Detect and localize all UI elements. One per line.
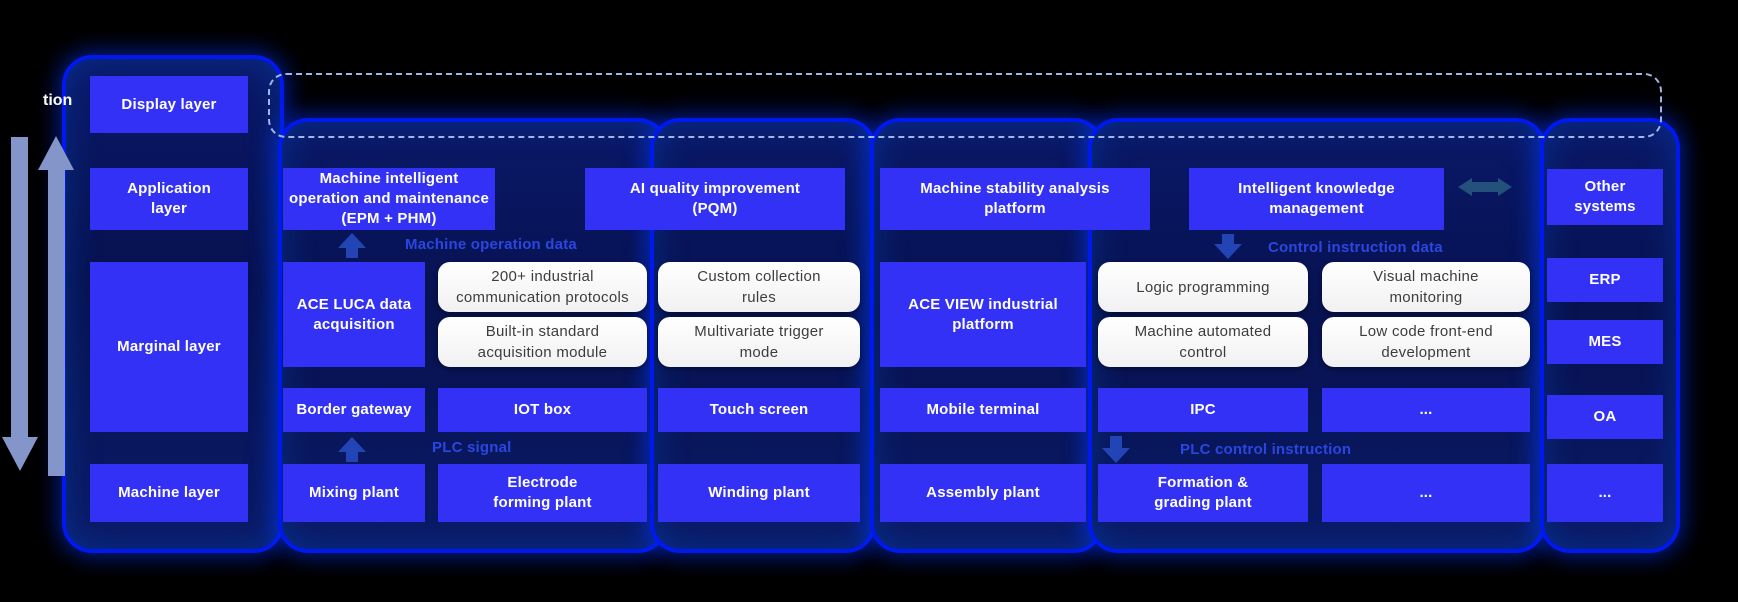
machine-box-assembly: Assembly plant xyxy=(880,464,1086,522)
label-machine-operation-data: Machine operation data xyxy=(405,236,577,253)
feature-box-builtin-module: Built-in standard acquisition module xyxy=(438,317,647,367)
small-up-arrow-shaft xyxy=(346,452,358,462)
feature-box-low-code: Low code front-end development xyxy=(1322,317,1530,367)
label-plc-signal: PLC signal xyxy=(432,439,512,456)
app-box-knowledge: Intelligent knowledge management xyxy=(1189,168,1444,230)
layer-box-machine: Machine layer xyxy=(90,464,248,522)
small-down-arrow-shaft xyxy=(1222,234,1234,244)
layer-box-display: Display layer xyxy=(90,76,248,133)
layer-box-application: Application layer xyxy=(90,168,248,230)
machine-box-electrode: Electrode forming plant xyxy=(438,464,647,522)
label-control-instruction-data: Control instruction data xyxy=(1268,239,1443,256)
down-arrow-head-icon xyxy=(2,437,38,471)
small-down-arrow-shaft xyxy=(1110,436,1122,448)
system-box-erp: ERP xyxy=(1547,258,1663,302)
terminal-box-border-gateway: Border gateway xyxy=(283,388,425,432)
feature-box-visual-monitoring: Visual machine monitoring xyxy=(1322,262,1530,312)
app-box-epm-phm: Machine intelligent operation and mainte… xyxy=(283,168,495,230)
box-ace-view: ACE VIEW industrial platform xyxy=(880,262,1086,367)
down-arrow-icon xyxy=(11,137,28,437)
system-box-oa: OA xyxy=(1547,395,1663,439)
double-arrow-right-icon xyxy=(1498,178,1512,196)
system-box-mes: MES xyxy=(1547,320,1663,364)
terminal-box-ellipsis: ... xyxy=(1322,388,1530,432)
clipped-label-fragment: tion xyxy=(43,92,73,109)
up-arrow-head-icon xyxy=(38,136,74,170)
app-box-other-systems: Other systems xyxy=(1547,169,1663,225)
box-ace-luca: ACE LUCA data acquisition xyxy=(283,262,425,367)
machine-box-formation: Formation & grading plant xyxy=(1098,464,1308,522)
display-layer-dashed-region xyxy=(268,73,1662,138)
app-box-stability: Machine stability analysis platform xyxy=(880,168,1150,230)
machine-box-ellipsis-right: ... xyxy=(1547,464,1663,522)
up-arrow-icon xyxy=(48,170,65,476)
app-box-pqm: AI quality improvement (PQM) xyxy=(585,168,845,230)
terminal-box-mobile-terminal: Mobile terminal xyxy=(880,388,1086,432)
feature-box-protocols: 200+ industrial communication protocols xyxy=(438,262,647,312)
double-arrow-left-icon xyxy=(1458,178,1472,196)
terminal-box-iot-box: IOT box xyxy=(438,388,647,432)
small-up-arrow-shaft xyxy=(346,248,358,258)
layer-box-marginal: Marginal layer xyxy=(90,262,248,432)
small-up-arrow-icon xyxy=(338,437,366,452)
small-down-arrow-icon xyxy=(1214,244,1242,259)
terminal-box-touch-screen: Touch screen xyxy=(658,388,860,432)
label-plc-control-instruction: PLC control instruction xyxy=(1180,441,1352,458)
terminal-box-ipc: IPC xyxy=(1098,388,1308,432)
feature-box-custom-rules: Custom collection rules xyxy=(658,262,860,312)
feature-box-automated-control: Machine automated control xyxy=(1098,317,1308,367)
feature-box-multivariate: Multivariate trigger mode xyxy=(658,317,860,367)
small-up-arrow-icon xyxy=(338,233,366,248)
small-down-arrow-icon xyxy=(1102,448,1130,463)
machine-box-winding: Winding plant xyxy=(658,464,860,522)
double-arrow-shaft xyxy=(1471,182,1499,192)
machine-box-mixing: Mixing plant xyxy=(283,464,425,522)
machine-box-ellipsis: ... xyxy=(1322,464,1530,522)
feature-box-logic-programming: Logic programming xyxy=(1098,262,1308,312)
